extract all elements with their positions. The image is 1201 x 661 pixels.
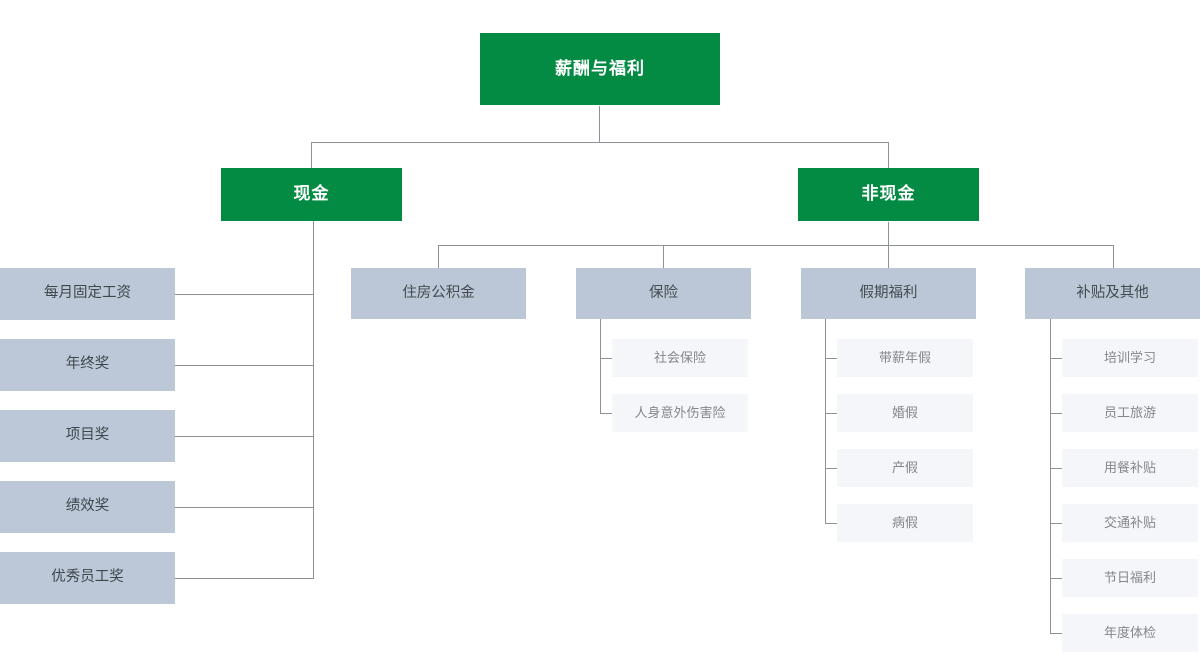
node-sick-leave[interactable]: 病假 — [837, 504, 973, 542]
connector-holiday-arm-1 — [825, 358, 837, 359]
node-social-insurance[interactable]: 社会保险 — [612, 339, 748, 377]
connector-cash-arm-5 — [175, 578, 314, 579]
connector-noncash-stem — [888, 222, 889, 246]
node-cash[interactable]: 现金 — [221, 168, 402, 221]
connector-cash-arm-3 — [175, 436, 314, 437]
node-year-end-bonus[interactable]: 年终奖 — [0, 339, 175, 391]
connector-insurance-spine — [600, 319, 601, 413]
connector-subsidy-arm-1 — [1050, 358, 1062, 359]
connector-to-subsidy — [1113, 245, 1114, 268]
connector-holiday-arm-3 — [825, 468, 837, 469]
node-training-and-learning[interactable]: 培训学习 — [1062, 339, 1198, 377]
connector-subsidy-arm-3 — [1050, 468, 1062, 469]
node-maternity-leave[interactable]: 产假 — [837, 449, 973, 487]
connector-subsidy-arm-2 — [1050, 413, 1062, 414]
connector-cash-arm-2 — [175, 365, 314, 366]
node-outstanding-employee-award[interactable]: 优秀员工奖 — [0, 552, 175, 604]
connector-cash-arm-4 — [175, 507, 314, 508]
connector-subsidy-arm-6 — [1050, 633, 1062, 634]
connector-level3-bus — [438, 245, 1113, 246]
connector-root-stem — [599, 106, 600, 142]
node-subsidies-and-others[interactable]: 补贴及其他 — [1025, 268, 1200, 319]
connector-to-cash — [311, 142, 312, 168]
node-employee-travel[interactable]: 员工旅游 — [1062, 394, 1198, 432]
node-performance-bonus[interactable]: 绩效奖 — [0, 481, 175, 533]
node-marriage-leave[interactable]: 婚假 — [837, 394, 973, 432]
connector-subsidy-arm-5 — [1050, 578, 1062, 579]
node-holiday-benefits[interactable]: 假期福利 — [801, 268, 976, 319]
node-monthly-fixed-salary[interactable]: 每月固定工资 — [0, 268, 175, 320]
connector-subsidy-spine — [1050, 319, 1051, 633]
node-project-bonus[interactable]: 项目奖 — [0, 410, 175, 462]
node-annual-health-checkup[interactable]: 年度体检 — [1062, 614, 1198, 652]
connector-to-insurance — [663, 245, 664, 268]
connector-holiday-arm-4 — [825, 523, 837, 524]
connector-to-noncash — [888, 142, 889, 168]
node-meal-allowance[interactable]: 用餐补贴 — [1062, 449, 1198, 487]
connector-level2-bus — [311, 142, 889, 143]
connector-insurance-arm-1 — [600, 358, 612, 359]
node-personal-accident-insurance[interactable]: 人身意外伤害险 — [612, 394, 748, 432]
connector-to-holiday — [888, 245, 889, 268]
node-non-cash[interactable]: 非现金 — [798, 168, 979, 221]
connector-subsidy-arm-4 — [1050, 523, 1062, 524]
connector-cash-spine — [313, 221, 314, 579]
connector-to-housing-fund — [438, 245, 439, 268]
node-paid-annual-leave[interactable]: 带薪年假 — [837, 339, 973, 377]
node-holiday-welfare[interactable]: 节日福利 — [1062, 559, 1198, 597]
node-root-compensation-benefits[interactable]: 薪酬与福利 — [480, 33, 720, 105]
connector-cash-arm-1 — [175, 294, 314, 295]
node-transport-allowance[interactable]: 交通补贴 — [1062, 504, 1198, 542]
connector-holiday-spine — [825, 319, 826, 523]
node-housing-fund[interactable]: 住房公积金 — [351, 268, 526, 319]
node-insurance[interactable]: 保险 — [576, 268, 751, 319]
connector-insurance-arm-2 — [600, 413, 612, 414]
connector-holiday-arm-2 — [825, 413, 837, 414]
